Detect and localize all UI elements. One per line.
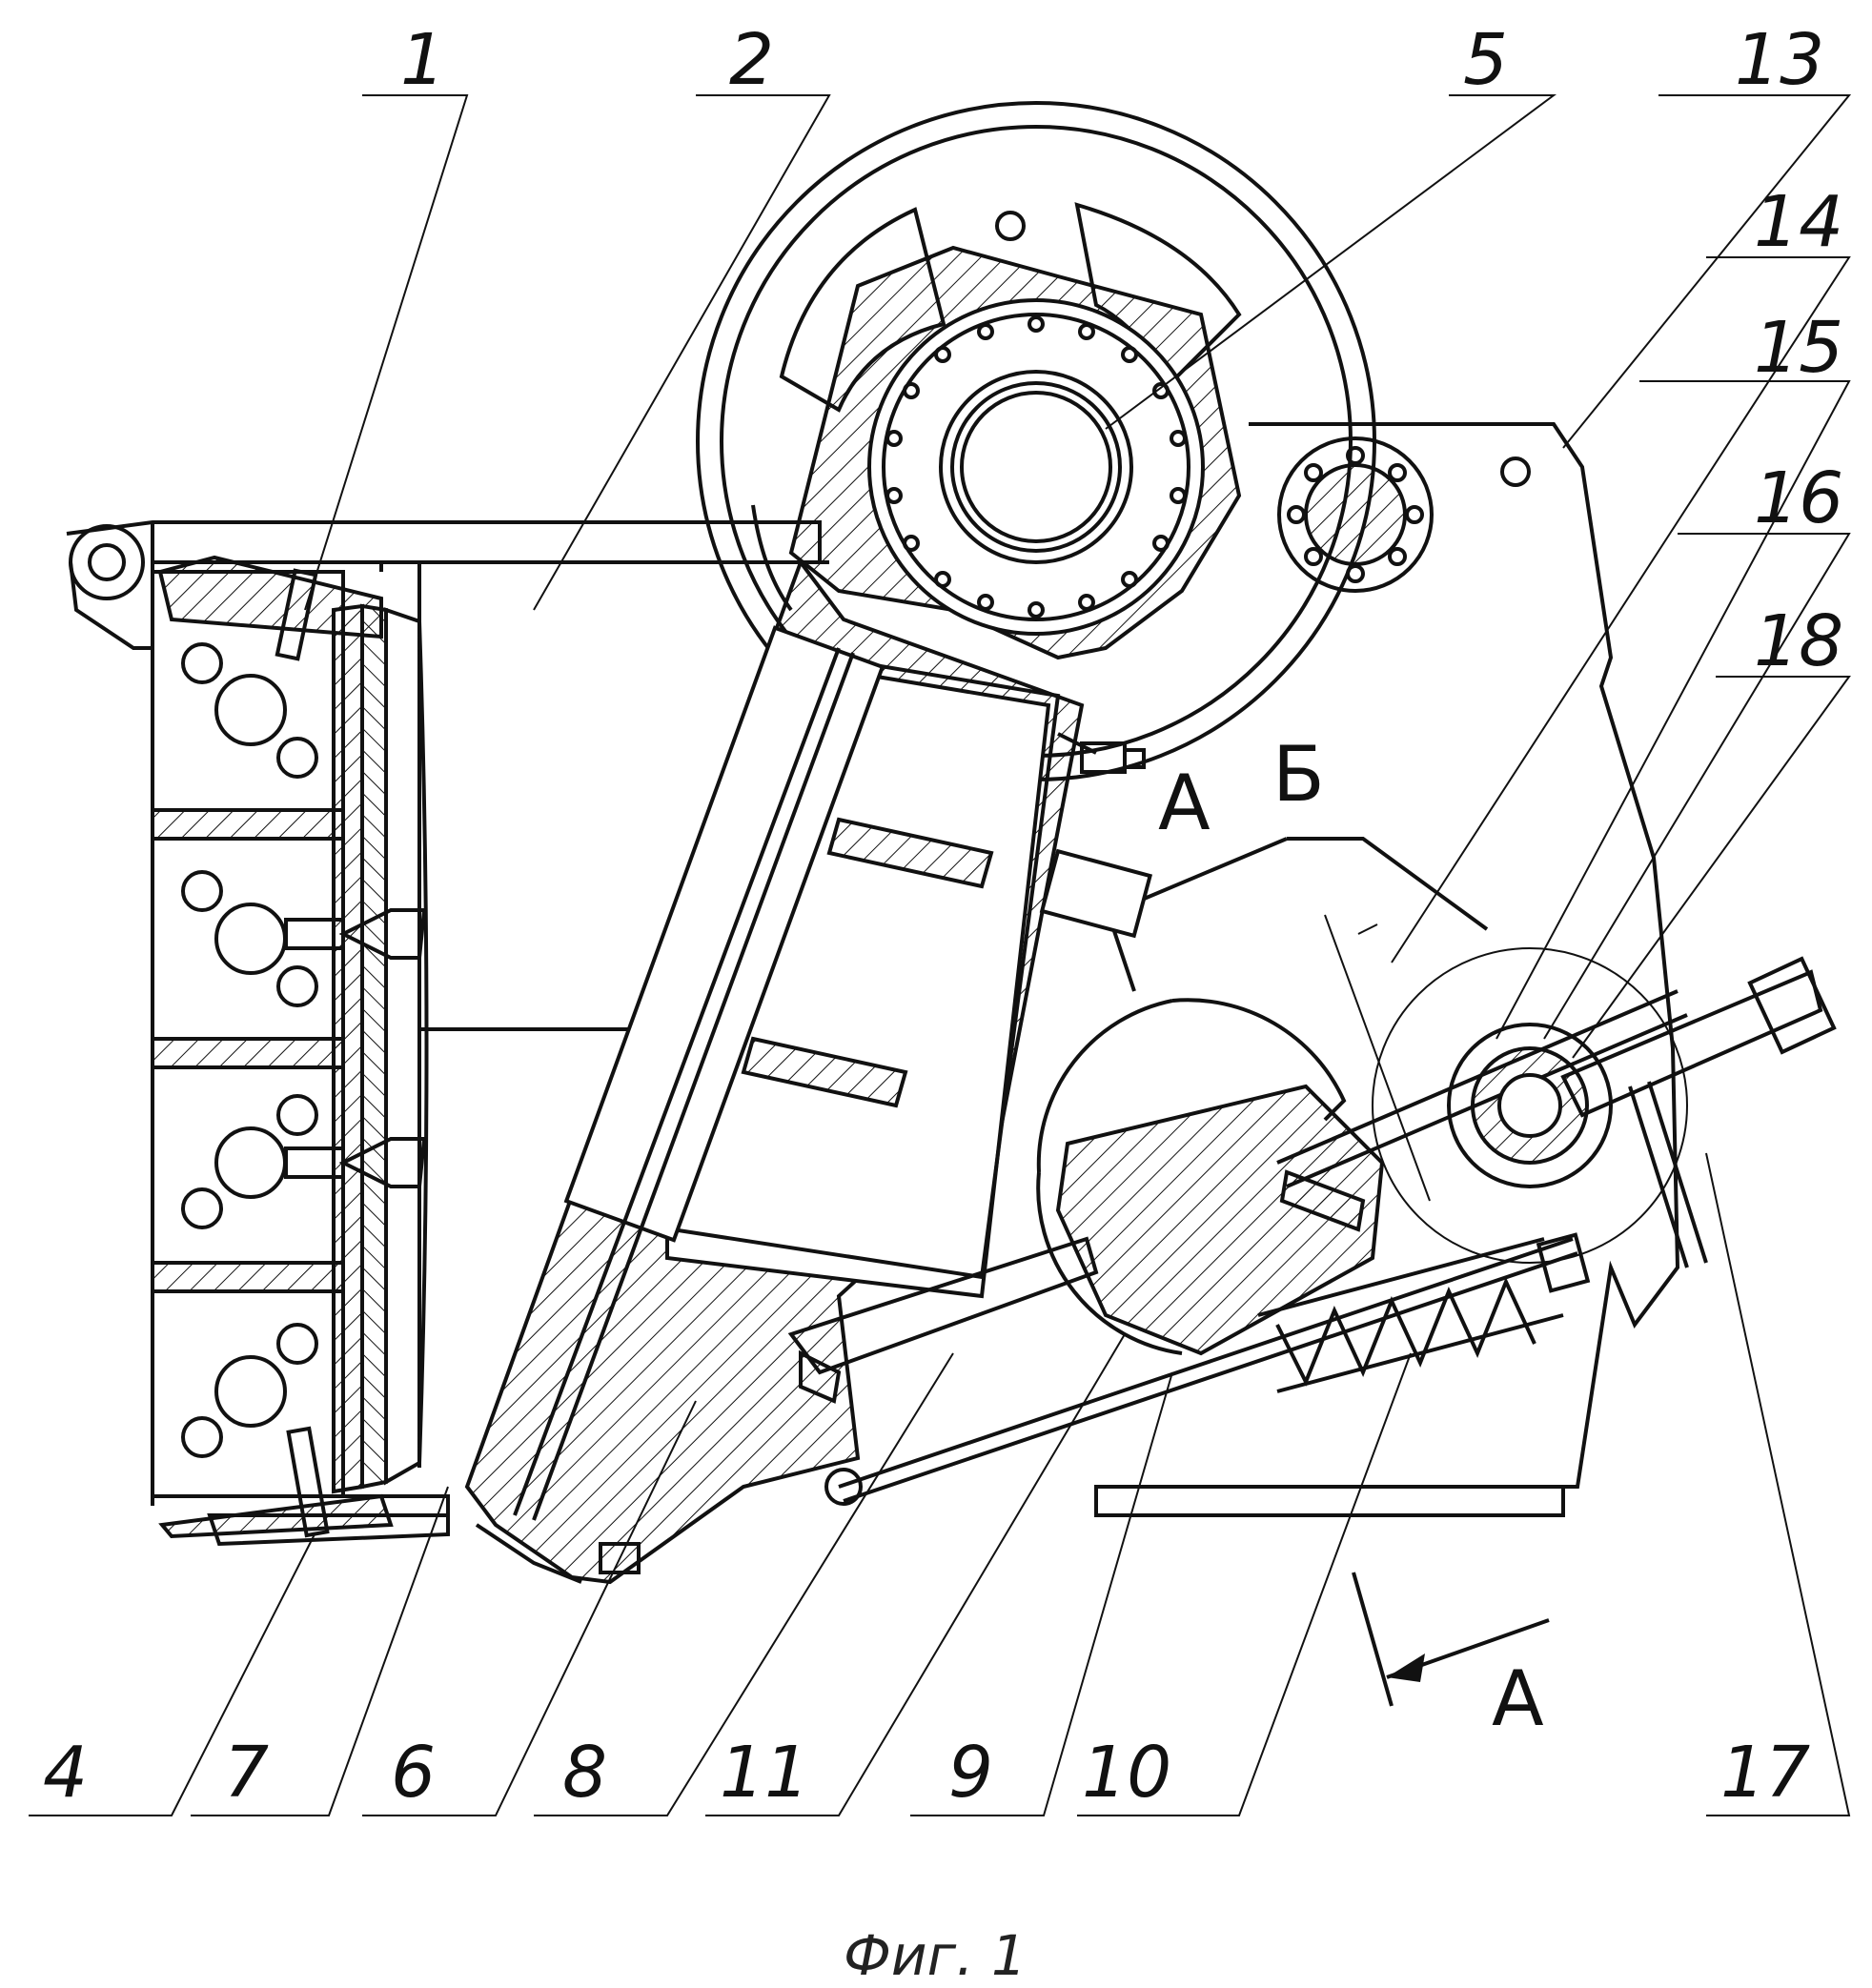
adjustment-unit <box>1373 948 1834 1268</box>
label-11: 11 <box>720 1732 809 1814</box>
section-label-b: Б <box>1272 730 1325 819</box>
eccentric-bearing <box>869 300 1203 634</box>
label-7: 7 <box>224 1732 269 1814</box>
label-8: 8 <box>562 1732 607 1814</box>
left-wall <box>153 558 448 1544</box>
label-18: 18 <box>1754 600 1843 682</box>
label-17: 17 <box>1720 1732 1810 1814</box>
label-2: 2 <box>729 19 774 101</box>
label-16: 16 <box>1754 457 1843 539</box>
label-5: 5 <box>1463 19 1508 101</box>
label-4: 4 <box>43 1732 88 1814</box>
section-label-a-lower: А <box>1492 1654 1544 1743</box>
label-14: 14 <box>1754 181 1843 263</box>
label-15: 15 <box>1754 307 1843 389</box>
label-13: 13 <box>1735 19 1824 101</box>
label-1: 1 <box>400 19 445 101</box>
section-arrow-b <box>1042 839 1487 991</box>
figure-caption: Фиг. 1 <box>844 1923 1027 1988</box>
label-10: 10 <box>1082 1732 1171 1814</box>
label-9: 9 <box>948 1732 993 1814</box>
label-6: 6 <box>391 1732 436 1814</box>
section-label-a-upper: А <box>1158 759 1211 847</box>
